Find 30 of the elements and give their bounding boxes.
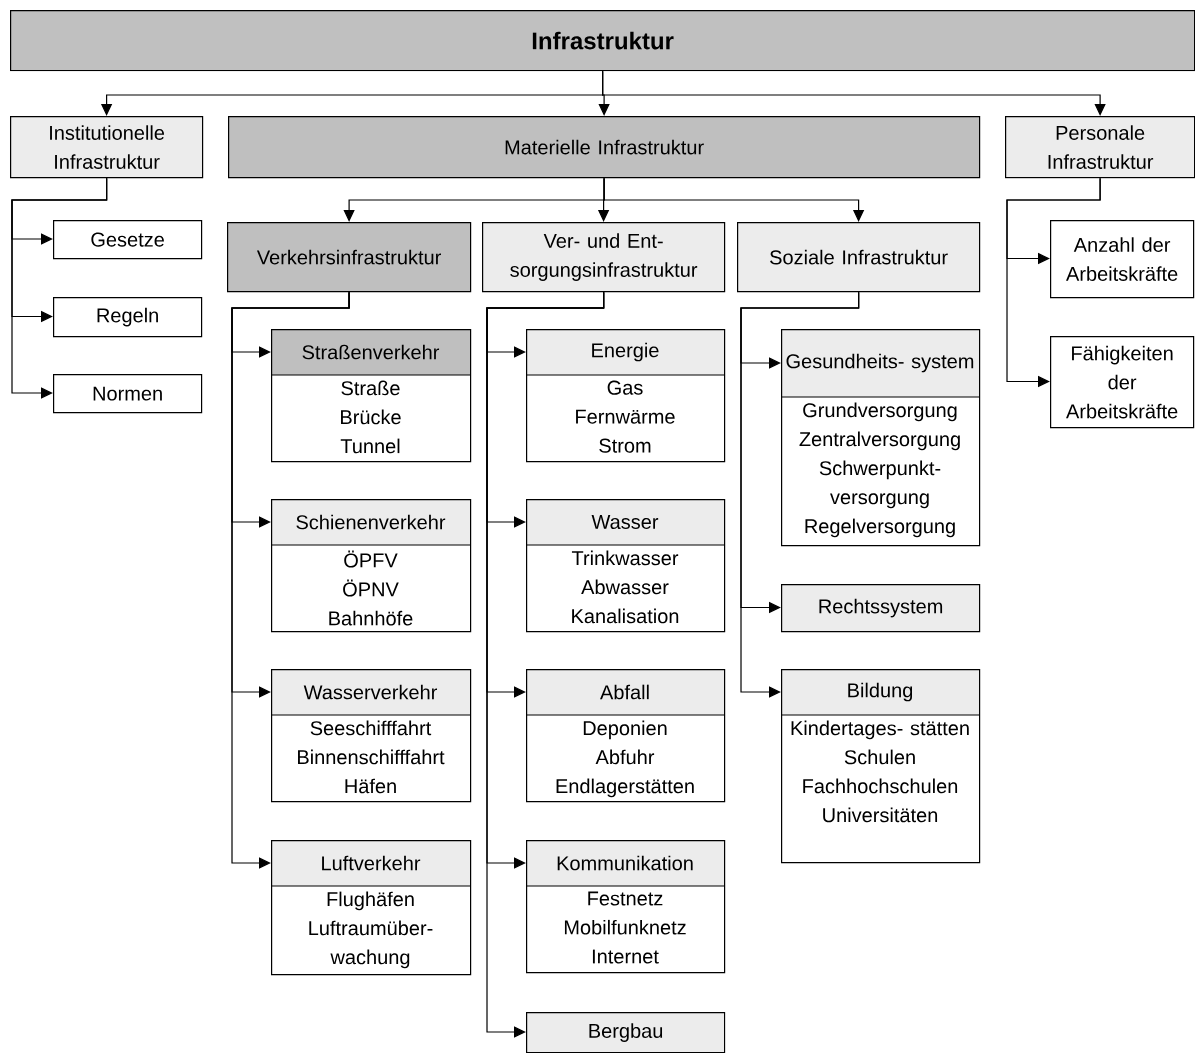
category-card: Gesundheits- system Grundversorgung Zentralversorgung Schwerpunkt- versorgung Regelversorgung (780, 329, 981, 547)
category-box: Bergbau (526, 1012, 726, 1053)
connector-arrow (740, 291, 860, 698)
connector-arrow (486, 291, 605, 1038)
category-card: Energie Gas Fernwärme Strom (525, 329, 726, 463)
connector-arrow (603, 177, 865, 222)
category-card: Wasser Trinkwasser Abwasser Kanalisation (525, 499, 726, 633)
connector-arrow (602, 70, 1106, 116)
category-box: Verkehrsinfrastruktur (227, 222, 472, 293)
connector-arrow (11, 177, 108, 399)
category-box: Soziale Infrastruktur (737, 222, 981, 293)
category-card: Schienenverkehr ÖPFV ÖPNV Bahnhöfe (270, 499, 472, 633)
category-box: Ver- und Ent- sorgungsinfrastruktur (482, 222, 726, 293)
title-box: Infrastruktur (10, 10, 1195, 72)
category-card: Wasserverkehr Seeschifffahrt Binnenschifffahrt Häfen (270, 669, 472, 803)
category-box: Institutionelle Infrastruktur (10, 116, 204, 179)
category-card: Bildung Kindertages- stätten Schulen Fachhochschulen Universitäten (780, 669, 981, 864)
category-card: Luftverkehr Flughäfen Luftraumüber- wachung (270, 840, 472, 976)
item-box: Gesetze (53, 220, 203, 260)
category-card: Abfall Deponien Abfuhr Endlagerstätten (525, 669, 726, 803)
item-box: Regeln (53, 297, 203, 338)
category-box: Materielle Infrastruktur (228, 116, 981, 179)
category-box: Anzahl der Arbeitskräfte (1050, 220, 1195, 299)
connector-arrow (231, 291, 350, 869)
category-box: Personale Infrastruktur (1005, 116, 1195, 179)
category-box: Rechtssystem (781, 584, 981, 633)
item-box: Normen (53, 374, 203, 414)
category-box: Fähigkeiten der Arbeitskräfte (1050, 336, 1195, 429)
category-card: Kommunikation Festnetz Mobilfunknetz Internet (525, 840, 726, 974)
category-card: Straßenverkehr Straße Brücke Tunnel (270, 329, 472, 463)
